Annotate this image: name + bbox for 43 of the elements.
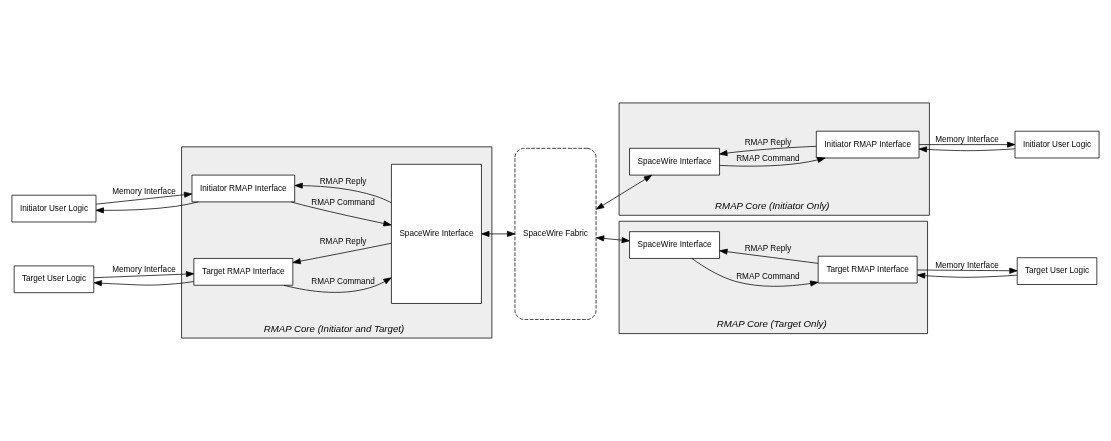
- edge-label: RMAP Reply: [319, 237, 367, 247]
- arrow: [691, 258, 819, 287]
- arrow: [916, 267, 1018, 274]
- node-box: SpaceWire Interface: [629, 231, 720, 259]
- node-box: Initiator RMAP Interface: [815, 130, 920, 159]
- arrow: [719, 248, 819, 264]
- node-box: Target User Logic: [1016, 257, 1098, 285]
- arrow: [596, 235, 630, 244]
- arrow: [95, 191, 193, 205]
- edge-label: Memory Interface: [935, 260, 999, 270]
- edge-label: RMAP Command: [736, 153, 800, 163]
- node-box: Target RMAP Interface: [817, 255, 918, 284]
- arrow: [294, 182, 392, 204]
- arrow: [290, 201, 392, 227]
- arrow: [93, 271, 195, 279]
- node-box: SpaceWire Fabric: [514, 147, 597, 320]
- arrow: [918, 146, 1016, 153]
- edge-label: RMAP Reply: [319, 176, 367, 186]
- arrow: [596, 174, 653, 210]
- edge-label: RMAP Reply: [744, 138, 792, 148]
- arrow: [93, 280, 195, 287]
- node-box: Initiator RMAP Interface: [191, 174, 296, 203]
- node-box: SpaceWire Interface: [629, 147, 720, 176]
- edge-label: RMAP Command: [736, 272, 800, 282]
- node-box: Target RMAP Interface: [193, 258, 294, 286]
- arrow: [283, 277, 392, 293]
- edge-label: Memory Interface: [112, 265, 176, 275]
- edge-label: Memory Interface: [935, 135, 999, 145]
- node-box: Target User Logic: [13, 265, 95, 294]
- arrow: [95, 201, 199, 214]
- edge-label: RMAP Reply: [744, 243, 792, 253]
- arrow: [918, 141, 1016, 148]
- edge-label: RMAP Command: [311, 197, 375, 207]
- node-box: Initiator User Logic: [11, 194, 97, 223]
- arrow: [481, 230, 516, 237]
- arrow: [719, 156, 826, 167]
- edge-label: Memory Interface: [112, 187, 176, 197]
- arrow: [917, 272, 1018, 279]
- arrow: [292, 242, 392, 265]
- edge-label: RMAP Command: [311, 276, 375, 286]
- arrow: [719, 145, 817, 157]
- node-box: Initiator User Logic: [1014, 130, 1100, 159]
- node-box: SpaceWire Interface: [391, 163, 482, 304]
